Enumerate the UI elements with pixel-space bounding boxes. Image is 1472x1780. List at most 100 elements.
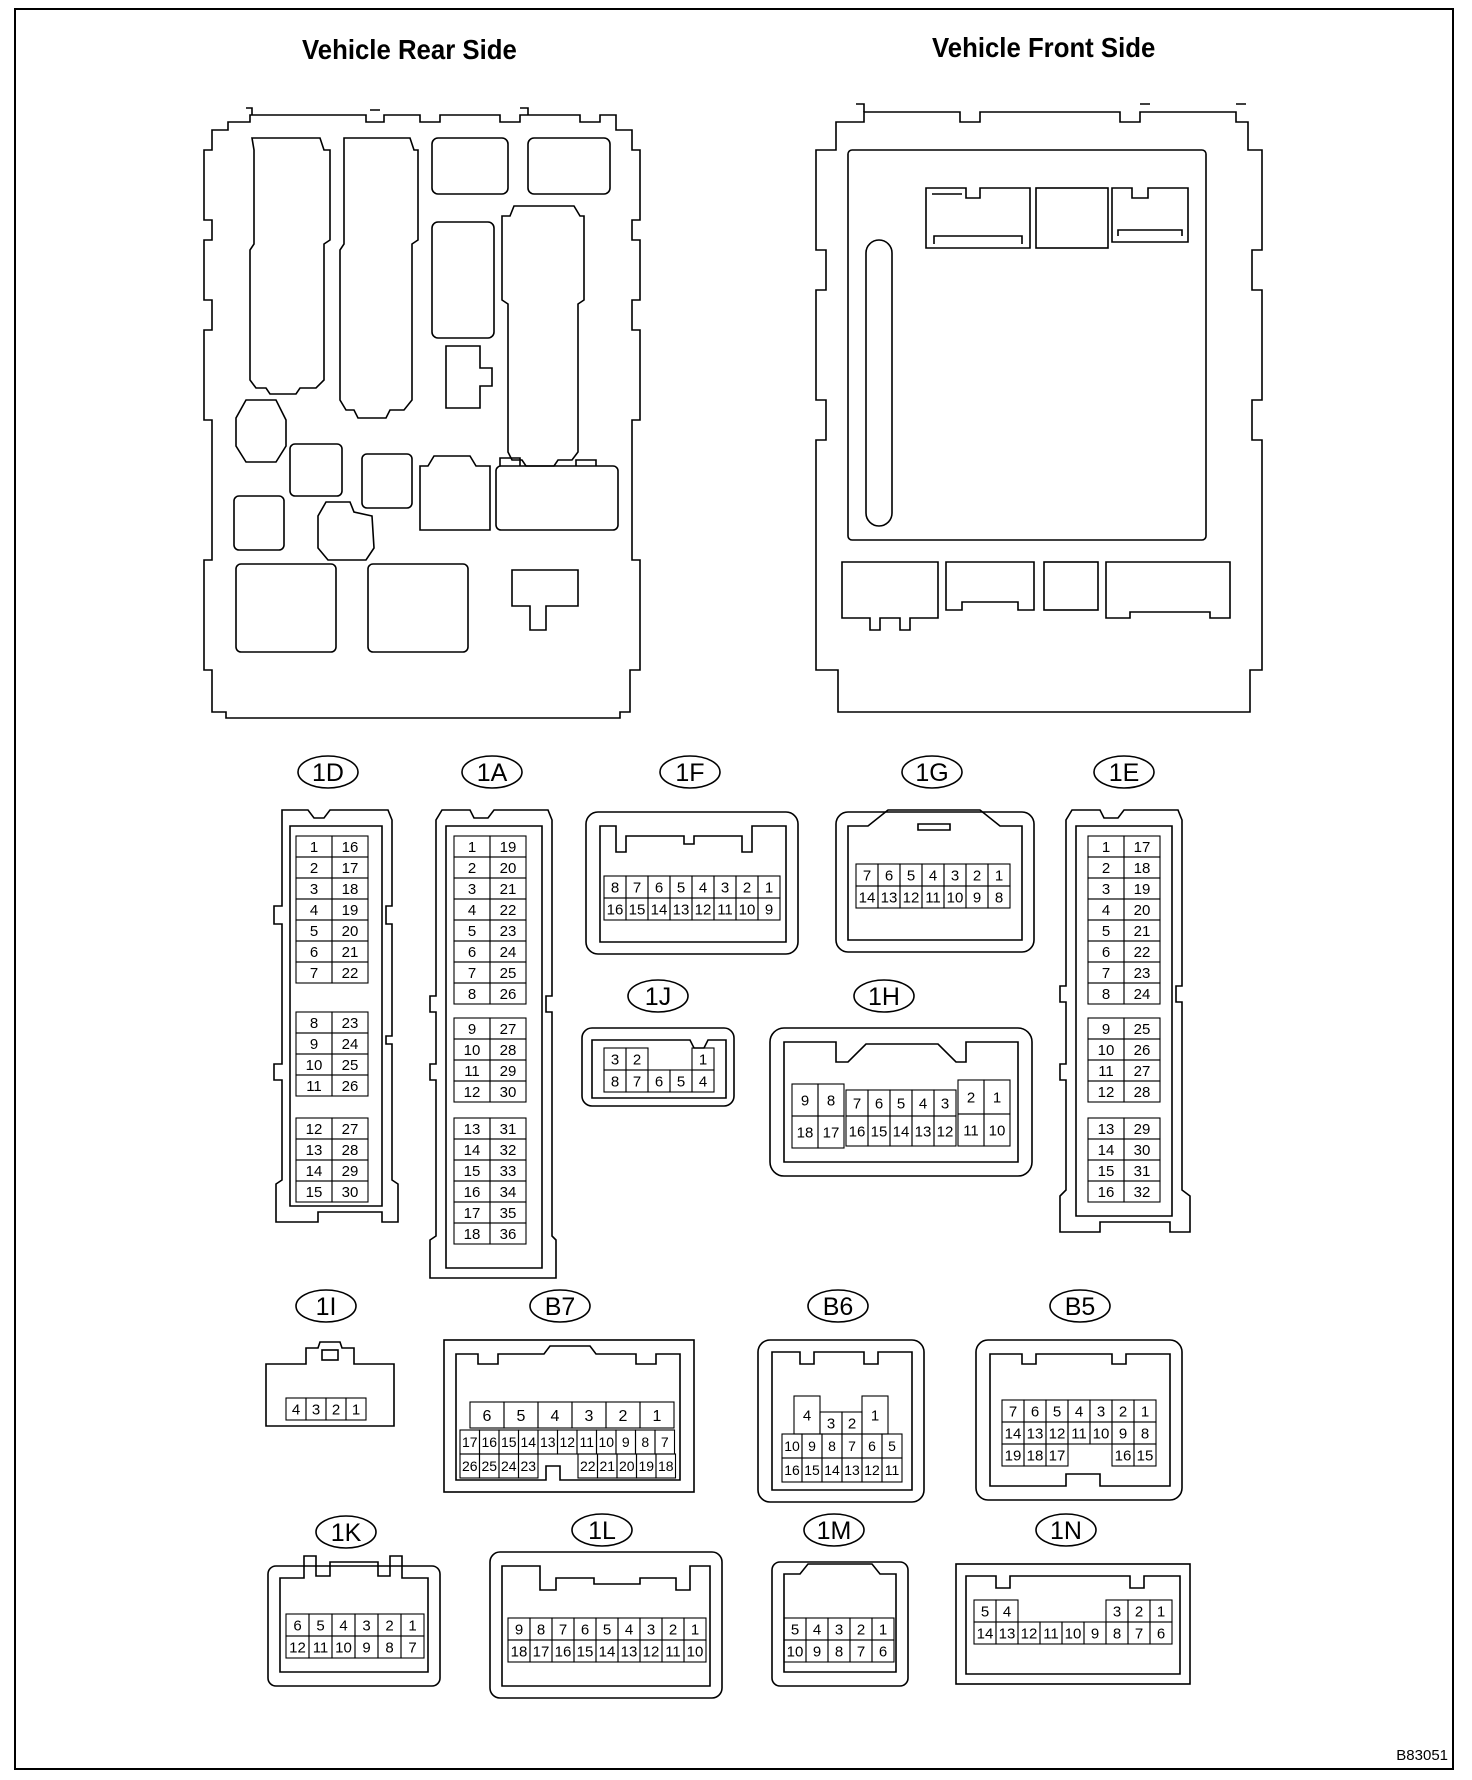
pin-number: 4: [1075, 1403, 1083, 1420]
pin-number: 23: [520, 1458, 536, 1474]
pin-number: 20: [342, 923, 359, 940]
pin-number: 2: [973, 867, 981, 884]
pin-number: 5: [468, 923, 476, 940]
pin-number: 14: [859, 889, 876, 906]
connector-label-text: 1K: [331, 1519, 362, 1547]
pin-number: 29: [500, 1063, 517, 1080]
pin-number: 13: [540, 1434, 556, 1450]
pin-number: 13: [306, 1142, 323, 1159]
pin-number: 30: [500, 1084, 517, 1101]
connector-label-1A: 1A: [461, 755, 523, 789]
connector-label-text: B6: [823, 1293, 854, 1321]
pin-number: 7: [853, 1095, 861, 1112]
pin-number: 16: [784, 1462, 800, 1478]
pin-number: 4: [803, 1407, 811, 1424]
pin-number: 22: [1134, 944, 1151, 961]
pin-number: 12: [1049, 1425, 1066, 1442]
pin-number: 10: [989, 1122, 1006, 1139]
pin-number: 7: [863, 867, 871, 884]
pin-number: 12: [695, 901, 712, 918]
pin-number: 25: [1134, 1021, 1151, 1038]
pin-number: 29: [1134, 1121, 1151, 1138]
pin-number: 7: [661, 1434, 669, 1450]
pin-number: 6: [868, 1438, 876, 1454]
pin-number: 13: [621, 1643, 638, 1660]
pin-number: 3: [1113, 1603, 1121, 1620]
pin-number: 22: [342, 965, 359, 982]
connector-label-text: 1E: [1109, 759, 1140, 787]
pin-number: 18: [511, 1643, 528, 1660]
pin-number: 1: [352, 1401, 360, 1418]
pin-number: 7: [848, 1438, 856, 1454]
pin-number: 5: [1102, 923, 1110, 940]
pin-number: 1: [765, 879, 773, 896]
pin-number: 10: [335, 1639, 352, 1656]
pin-number: 9: [765, 901, 773, 918]
pin-number: 3: [827, 1415, 835, 1432]
pin-number: 27: [500, 1021, 517, 1038]
document-id: B83051: [1396, 1747, 1448, 1764]
pin-number: 8: [385, 1639, 393, 1656]
pin-number: 10: [598, 1434, 614, 1450]
pin-number: 35: [500, 1205, 517, 1222]
connector-label-text: 1A: [477, 759, 508, 787]
pin-number: 9: [515, 1621, 523, 1638]
pin-number: 7: [1009, 1403, 1017, 1420]
pin-number: 2: [743, 879, 751, 896]
pin-number: 4: [339, 1617, 347, 1634]
pin-number: 15: [306, 1184, 323, 1201]
connector-label-text: 1M: [817, 1517, 852, 1545]
pin-number: 18: [464, 1226, 481, 1243]
pin-number: 1: [1102, 839, 1110, 856]
pin-number: 14: [464, 1142, 481, 1159]
pin-number: 15: [464, 1163, 481, 1180]
pin-number: 17: [342, 860, 359, 877]
pin-number: 16: [342, 839, 359, 856]
pin-number: 2: [633, 1051, 641, 1068]
pin-number: 7: [468, 965, 476, 982]
pin-number: 18: [797, 1124, 814, 1141]
pin-number: 4: [292, 1401, 300, 1418]
pin-number: 31: [500, 1121, 517, 1138]
connector-label-1D: 1D: [297, 755, 359, 789]
pin-number: 11: [963, 1122, 979, 1139]
pin-number: 15: [1098, 1163, 1115, 1180]
pin-number: 19: [500, 839, 517, 856]
pin-number: 20: [1134, 902, 1151, 919]
pin-number: 29: [342, 1163, 359, 1180]
pin-number: 2: [468, 860, 476, 877]
pin-number: 11: [313, 1639, 329, 1656]
pin-number: 5: [517, 1408, 526, 1425]
pin-number: 6: [655, 879, 663, 896]
pin-number: 1: [691, 1621, 699, 1638]
pin-number: 8: [611, 879, 619, 896]
pin-number: 15: [871, 1123, 888, 1140]
pin-number: 10: [306, 1057, 323, 1074]
pin-number: 14: [1005, 1425, 1022, 1442]
pin-number: 1: [1157, 1603, 1165, 1620]
pin-number: 27: [342, 1121, 359, 1138]
pin-number: 9: [622, 1434, 630, 1450]
pin-number: 15: [1137, 1447, 1154, 1464]
connector-label-1M: 1M: [803, 1513, 865, 1547]
pin-number: 8: [828, 1438, 836, 1454]
pin-number: 6: [310, 944, 318, 961]
pin-number: 21: [342, 944, 359, 961]
pin-number: 13: [915, 1123, 932, 1140]
connector-label-text: 1G: [915, 759, 948, 787]
pin-number: 13: [844, 1462, 860, 1478]
connector-label-text: 1F: [675, 759, 704, 787]
pin-number: 30: [342, 1184, 359, 1201]
pin-number: 14: [599, 1643, 616, 1660]
pin-number: 15: [629, 901, 646, 918]
pin-number: 25: [500, 965, 517, 982]
pin-number: 14: [306, 1163, 323, 1180]
pin-number: 31: [1134, 1163, 1151, 1180]
pin-number: 19: [1005, 1447, 1022, 1464]
pin-number: 3: [941, 1095, 949, 1112]
